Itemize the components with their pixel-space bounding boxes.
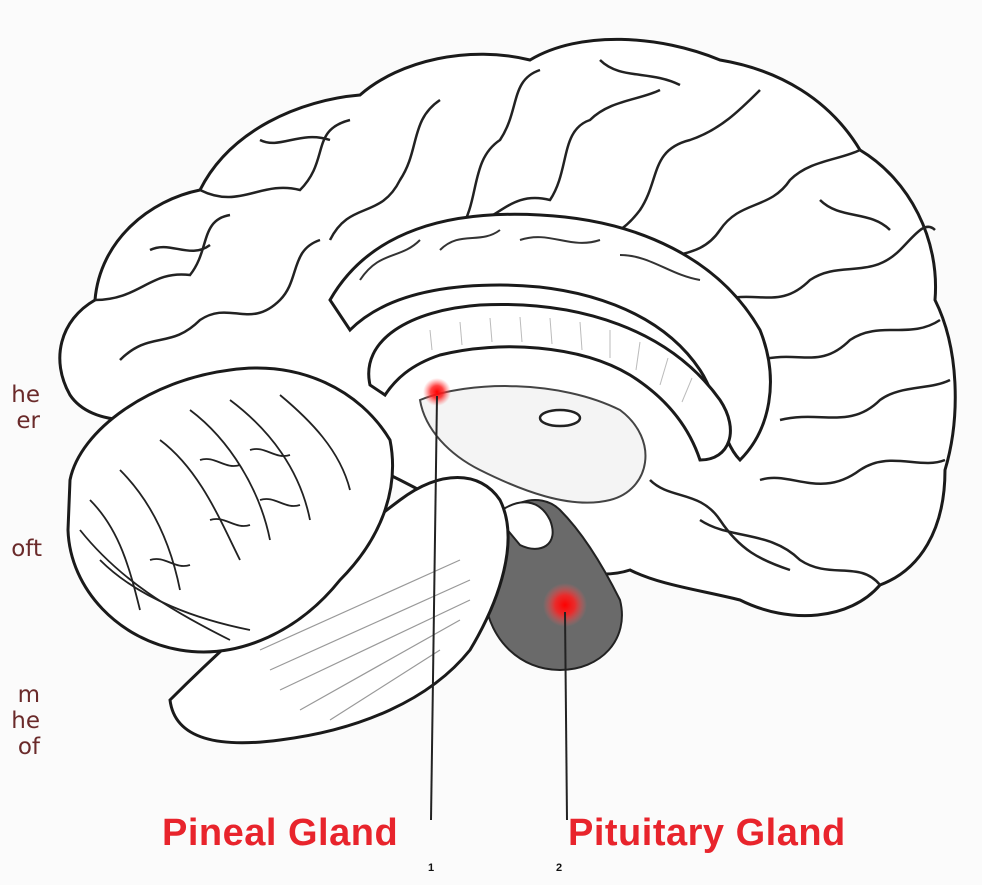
side-text-line-4: m (18, 682, 40, 708)
side-text-line-1: he (11, 382, 40, 408)
pineal-number: 1 (428, 862, 434, 874)
pituitary-gland-label: Pituitary Gland (568, 812, 846, 855)
side-text-line-5: he (11, 708, 40, 734)
pituitary-number: 2 (556, 862, 562, 874)
side-text-line-3: oft (11, 536, 42, 562)
pineal-gland-label: Pineal Gland (162, 812, 398, 855)
side-text-line-6: of (18, 734, 40, 760)
side-text-line-2: er (16, 408, 40, 434)
